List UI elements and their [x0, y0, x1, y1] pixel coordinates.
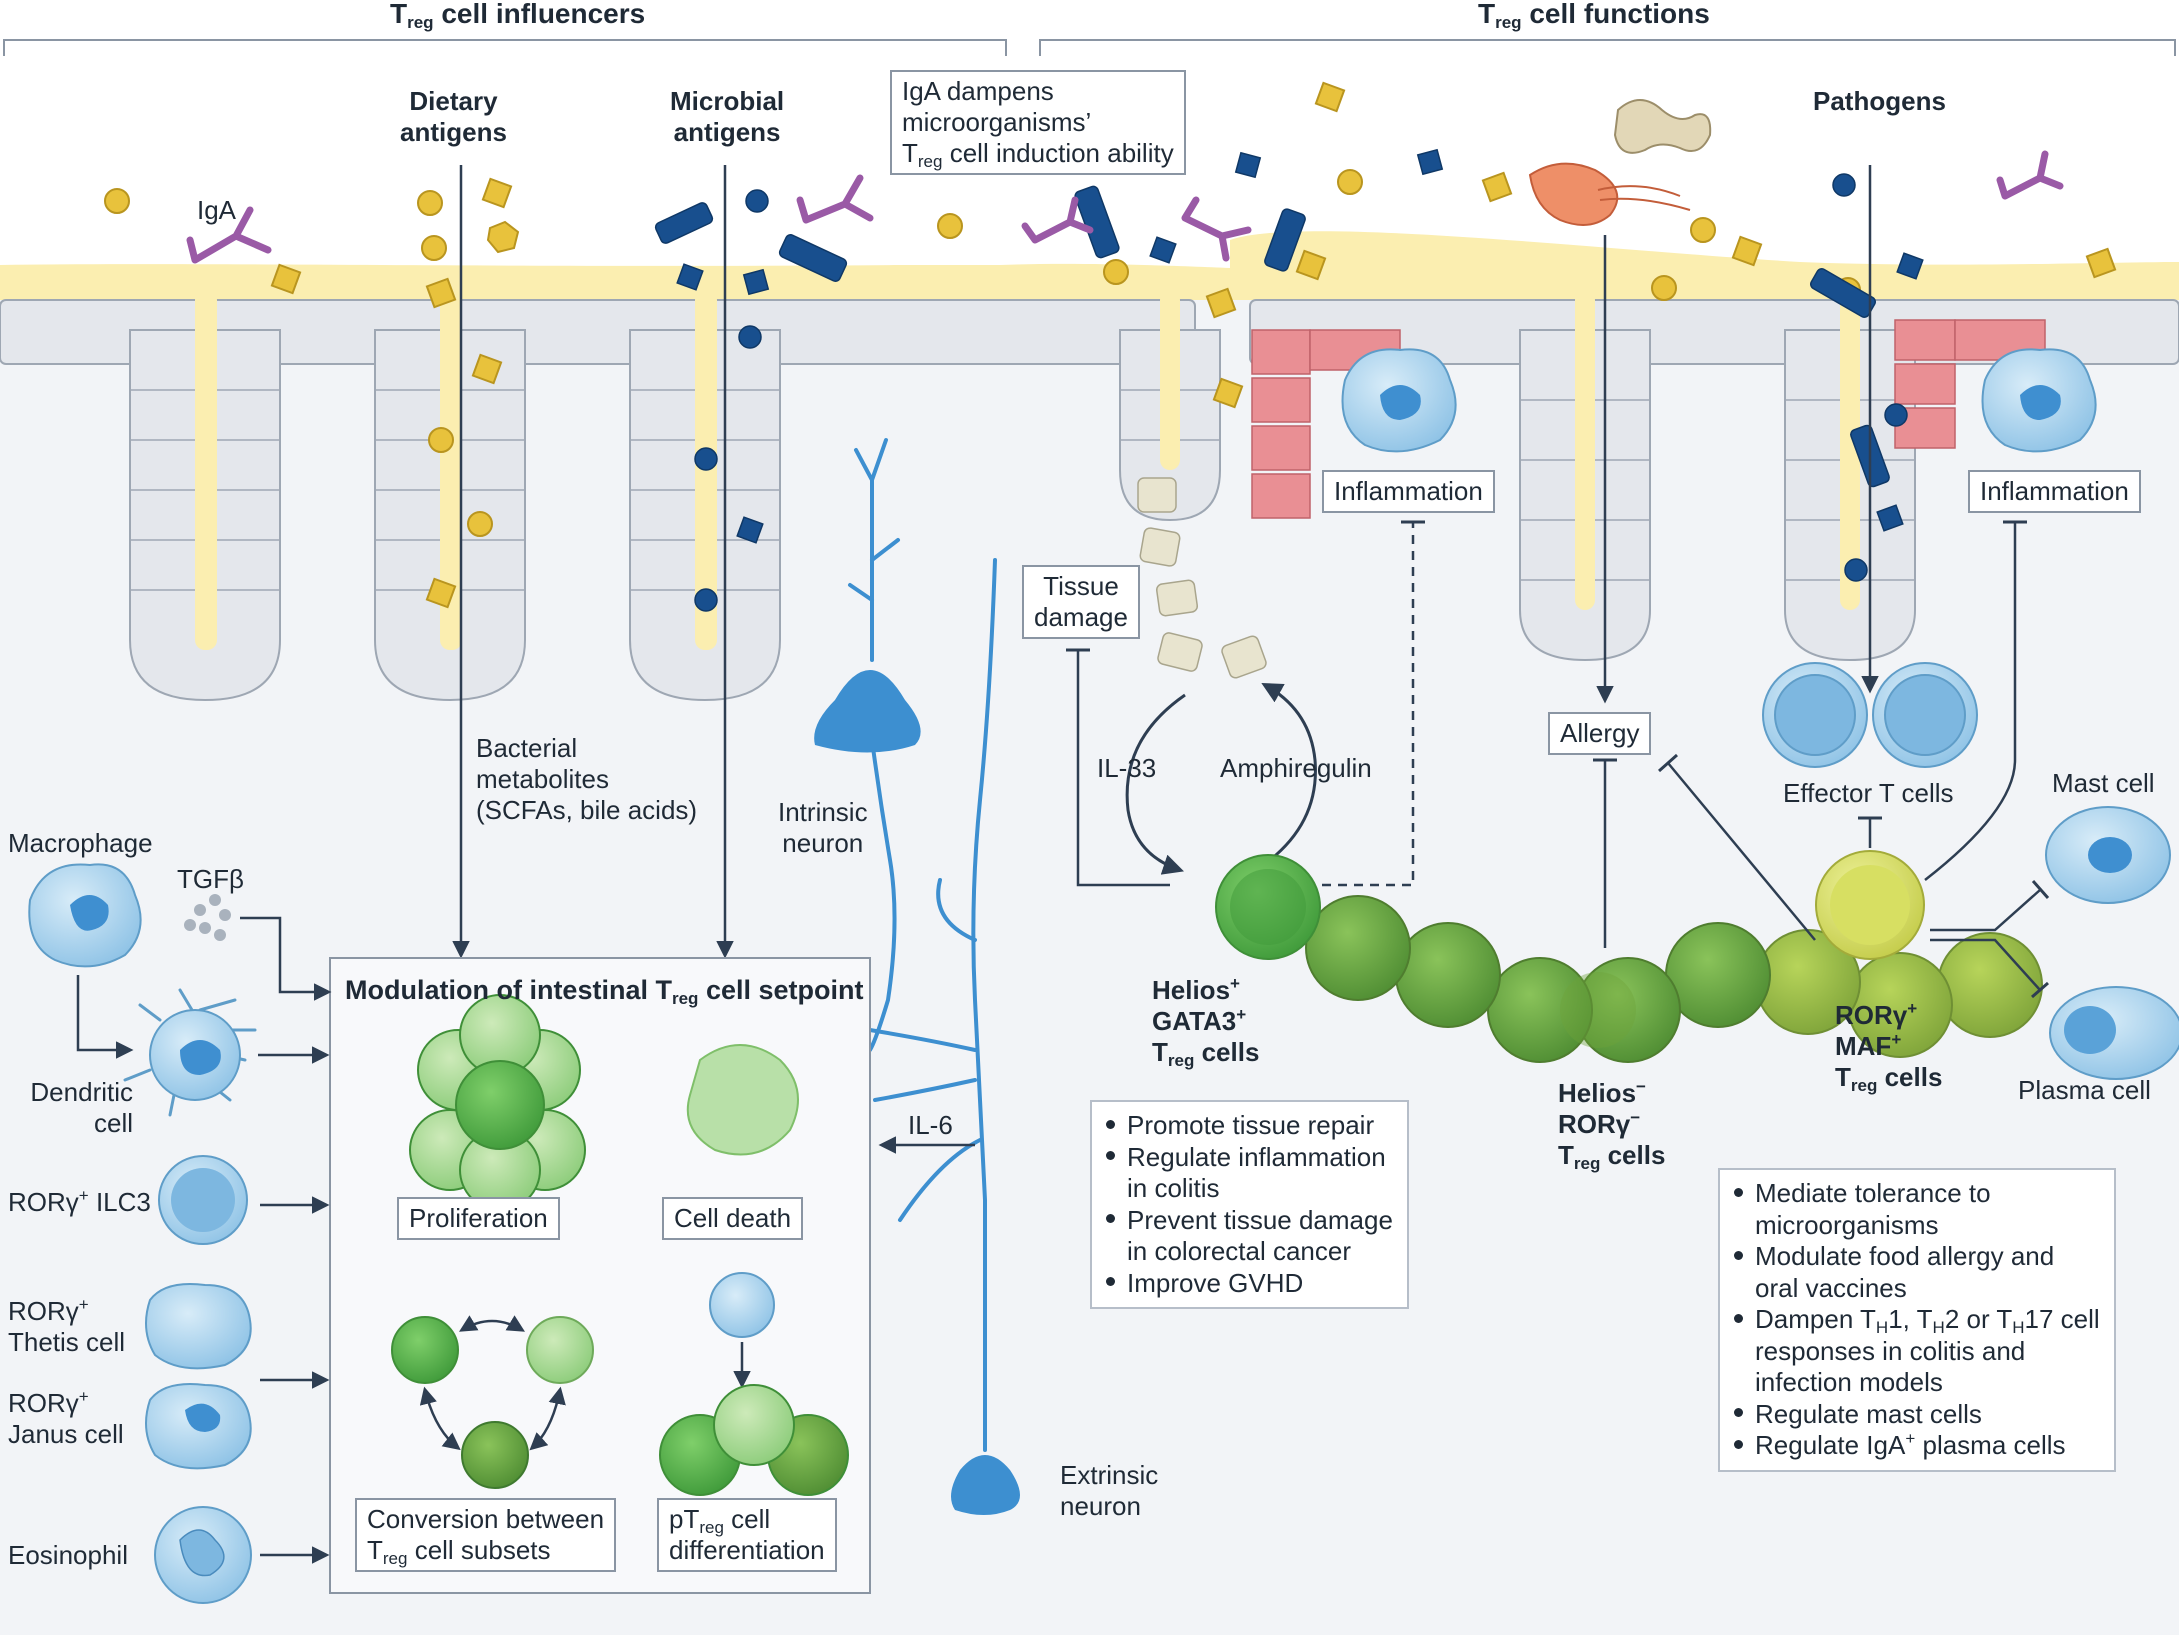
inflammation-box-2: Inflammation [1968, 470, 2141, 513]
proliferation-cluster [409, 994, 586, 1211]
iga-label: IgA [197, 195, 237, 225]
inflamed-epithelium [1251, 319, 2046, 519]
pathogens-label: Pathogens [1813, 86, 1946, 116]
conversion-arrow-top [458, 1315, 526, 1332]
iga-antibodies [186, 150, 2064, 264]
influencers-title: Treg cell influencers [390, 0, 646, 32]
functions-title: Treg cell functions [1478, 0, 1710, 32]
dietary-antigen-particles [104, 81, 2117, 609]
naive-t-cell [709, 1272, 775, 1338]
eosinophil-nucleus [179, 1529, 225, 1577]
il33-label: IL-33 [1097, 753, 1157, 783]
effector-t-cells [1762, 662, 1978, 768]
shrimp-allergen [1528, 162, 1691, 226]
effector-t-cells-label: Effector T cells [1783, 778, 1954, 808]
macrophage-nucleus [70, 895, 109, 931]
plasma-cell-label: Plasma cell [2018, 1075, 2151, 1105]
conversion-arrow-left [419, 1386, 461, 1451]
tgfb-particles [184, 894, 231, 941]
cell-death-icon [686, 1044, 799, 1156]
proliferation-box: Proliferation [397, 1197, 560, 1240]
gata3-functions-list: Promote tissue repair Regulate inflammat… [1090, 1100, 1409, 1309]
rorg-ilc3-label: RORγ+ ILC3 [8, 1186, 151, 1217]
ilc3-nucleus [171, 1168, 235, 1232]
rorg-maf-treg-label: RORγ+ MAF+ Treg cells [1835, 999, 1943, 1095]
tgfb-label: TGFβ [177, 864, 244, 894]
amphiregulin-label: Amphiregulin [1220, 753, 1372, 783]
cell-death-box: Cell death [662, 1197, 804, 1240]
microbial-antigen-particles [654, 148, 1924, 612]
peanut-allergen [1613, 99, 1712, 154]
macrophage-to-dc-arrow [76, 975, 134, 1059]
inflammation-inhibit-dashed [1290, 522, 1415, 887]
ptreg-box: pTreg cell differentiation [657, 1498, 837, 1572]
epithelial-cell-lines [130, 389, 1915, 591]
conversion-arrow-right [529, 1386, 566, 1451]
influencers-bracket [3, 39, 1007, 56]
thetis-cell [145, 1283, 252, 1370]
amphiregulin-arrow [1261, 682, 1317, 862]
inflammatory-macrophage-2-nucleus [2020, 385, 2061, 420]
helios-gata3-treg-label: Helios+ GATA3+ Treg cells [1152, 974, 1260, 1070]
rorg-allergy-inhibit [1667, 762, 1816, 941]
tgfb-arrow [240, 916, 332, 1001]
inflammation-box-1: Inflammation [1322, 470, 1495, 513]
il33-arrow [1125, 693, 1186, 875]
intrinsic-neuron-body [814, 670, 921, 753]
conversion-cells [391, 1316, 594, 1489]
functions-bracket [1039, 39, 2176, 56]
allergy-box: Allergy [1548, 712, 1652, 755]
janus-nucleus [185, 1403, 221, 1432]
mast-cell-label: Mast cell [2052, 768, 2155, 798]
crypt-lumens [195, 290, 1860, 650]
extrinsic-neuron-body [951, 1455, 1020, 1515]
tissue-damage-inhibit [1076, 650, 1170, 887]
mast-cell-nucleus [2088, 837, 2132, 873]
damaged-epithelium [1137, 477, 1267, 679]
dendritic-nucleus [180, 1040, 221, 1075]
rorg-functions-list: Mediate tolerance to microorganisms Modu… [1718, 1168, 2116, 1472]
rorg-mast-inhibit [1930, 889, 2041, 932]
intrinsic-neuron [848, 438, 900, 1052]
rorg-inflammation-inhibit [1924, 522, 2017, 881]
rorg-plasma-inhibit [1930, 938, 2041, 991]
mucus-layer [0, 231, 2179, 300]
helios-neg-rorg-neg-treg-label: Helios− RORγ− Treg cells [1558, 1077, 1666, 1173]
inflammatory-macrophage-1-nucleus [1380, 385, 1421, 420]
il6-label: IL-6 [908, 1110, 953, 1140]
rorg-janus-label: RORγ+ Janus cell [8, 1387, 124, 1449]
ptreg-cells [659, 1384, 849, 1496]
extrinsic-neuron [868, 558, 997, 1452]
modulation-title: Modulation of intestinal Treg cell setpo… [345, 975, 864, 1008]
rorg-thetis-label: RORγ+ Thetis cell [8, 1295, 126, 1357]
conversion-box: Conversion between Treg cell subsets [355, 1498, 617, 1572]
iga-dampens-box: IgA dampens microorganisms’ Treg cell in… [890, 70, 1186, 175]
eosinophil-label: Eosinophil [8, 1540, 128, 1570]
plasma-cell-nucleus [2064, 1006, 2116, 1054]
macrophage-label: Macrophage [8, 828, 153, 858]
